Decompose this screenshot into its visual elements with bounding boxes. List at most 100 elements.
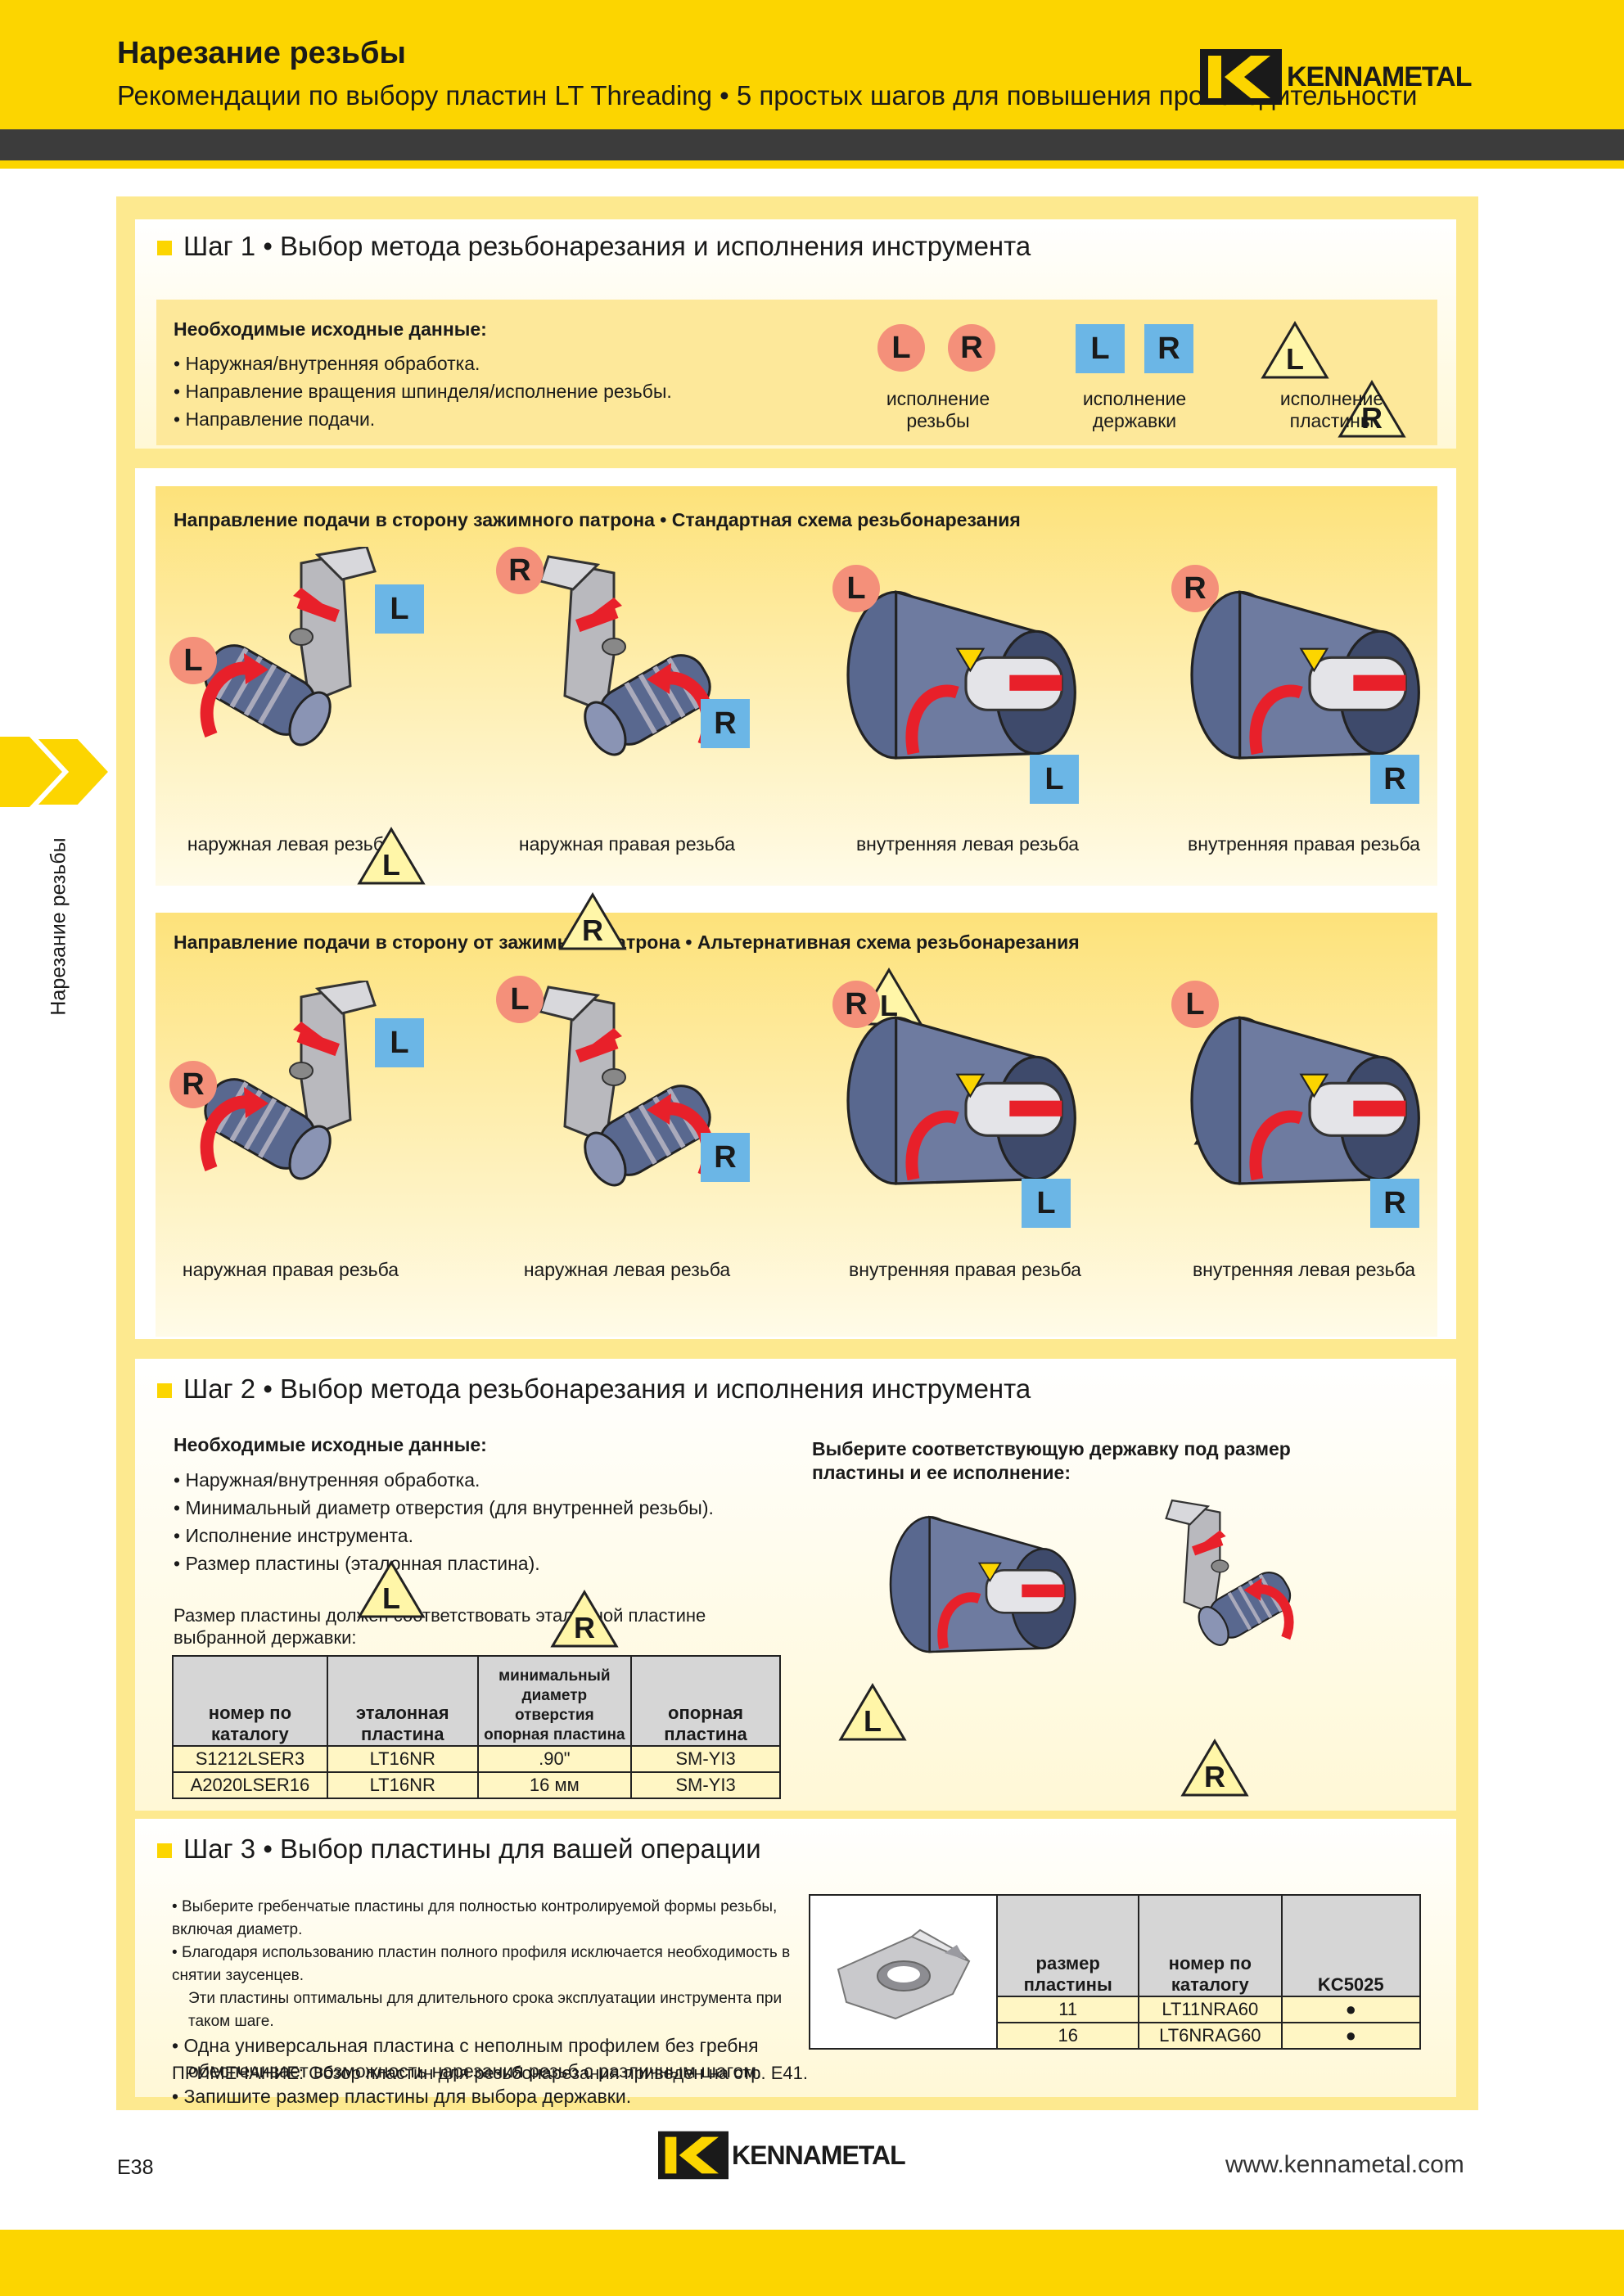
insert-badge: L — [357, 827, 426, 886]
step3-bullet: Эти пластины оптимальны для длительного … — [188, 1990, 783, 2030]
step3-bullet: • Выберите гребенчатые пластины для полн… — [172, 1898, 778, 1938]
internal-threading-illustration — [1179, 557, 1441, 802]
holder-badge: L — [1030, 755, 1079, 804]
insert-table-header: KC5025 — [1280, 1894, 1422, 1997]
header-band — [0, 0, 1624, 129]
insert-badge: L — [357, 1560, 426, 1619]
holder-badge: R — [701, 1133, 750, 1182]
step3-title-row: Шаг 3 • Выбор пластины для вашей операци… — [157, 1834, 761, 1865]
external-threading-illustration — [178, 545, 391, 760]
step3-note: ПРИМЕЧАНИЕ: Обзор пластин для резьбонаре… — [172, 2063, 808, 2083]
side-chevron-icon — [0, 737, 111, 807]
insert-r-triangle: R — [1338, 380, 1406, 439]
thread-badge: L — [1171, 981, 1219, 1028]
step1-bullet: • Наружная/внутренняя обработка. — [174, 353, 480, 374]
external-threading-illustration — [1154, 1464, 1310, 1693]
side-tab-label: Нарезание резьбы — [47, 837, 70, 1016]
holder-badge: L — [1022, 1179, 1071, 1228]
alternative-caption: наружная правая резьба — [182, 1259, 399, 1280]
standard-caption: наружная правая резьба — [518, 833, 736, 855]
step3-bullets: • Выберите гребенчатые пластины для полн… — [172, 1896, 810, 2109]
holder-r-square: R — [1144, 324, 1193, 373]
thread-badge: L — [496, 976, 544, 1023]
thread-badge: L — [832, 565, 880, 612]
holder-l-square: L — [1076, 324, 1125, 373]
step3-bullet: обеспечивает возможность нарезания резьб… — [188, 2060, 762, 2082]
alternative-caption: внутренняя левая резьба — [1192, 1259, 1416, 1280]
kennametal-k-icon — [1200, 49, 1282, 105]
step-marker-icon — [157, 1843, 172, 1859]
insert-l-triangle: L — [1261, 321, 1329, 380]
step1-bullet: • Направление подачи. — [174, 408, 376, 430]
logo-text: KENNAMETAL — [732, 2140, 906, 2170]
step3-bullet: • Благодаря использованию пластин полног… — [172, 1944, 791, 1984]
alternative-caption: наружная левая резьба — [523, 1259, 731, 1280]
step1-title: Шаг 1 • Выбор метода резьбонарезания и и… — [183, 231, 1031, 261]
footer-band — [0, 2230, 1624, 2296]
step3-bullet: • Одна универсальная пластина с неполным… — [172, 2035, 759, 2056]
header-logo[interactable]: KENNAMETAL — [1200, 49, 1472, 105]
step2-note: Размер пластины должен соответствовать э… — [174, 1605, 706, 1648]
step2-input-heading: Необходимые исходные данные: — [174, 1434, 487, 1455]
holder-badge: R — [701, 699, 750, 748]
thread-badge: R — [832, 981, 880, 1028]
step2-select-text: Выберите соответствующую державку под ра… — [812, 1438, 1291, 1483]
insert-badge: R — [558, 892, 627, 951]
step2-bullet: • Минимальный диаметр отверстия (для вну… — [174, 1497, 714, 1518]
step3-bullet: • Запишите размер пластины для выбора де… — [172, 2086, 632, 2107]
thread-badge: L — [169, 637, 217, 684]
website-link[interactable]: www.kennametal.com — [1225, 2151, 1464, 2178]
footer-logo[interactable]: KENNAMETAL — [658, 2130, 906, 2181]
alternative-heading: Направление подачи в сторону от зажимног… — [174, 931, 1080, 953]
step-marker-icon — [157, 1383, 172, 1399]
thread-l-circle: L — [877, 324, 925, 372]
step1-inputs-box — [156, 300, 1437, 445]
external-threading-illustration — [178, 979, 391, 1193]
logo-text: KENNAMETAL — [1287, 61, 1472, 92]
step2-title-row: Шаг 2 • Выбор метода резьбонарезания и и… — [157, 1374, 1031, 1405]
step-marker-icon — [157, 241, 172, 256]
standard-caption: внутренняя левая резьба — [855, 833, 1080, 855]
standard-caption: наружная левая резьба — [187, 833, 395, 855]
thread-r-circle: R — [948, 324, 995, 372]
holder-badge: L — [375, 584, 424, 634]
internal-threading-illustration — [835, 982, 1097, 1228]
internal-threading-illustration — [880, 1498, 1093, 1678]
step2-title: Шаг 2 • Выбор метода резьбонарезания и и… — [183, 1374, 1031, 1404]
step1-title-row: Шаг 1 • Выбор метода резьбонарезания и и… — [157, 231, 1031, 262]
step2-bullet: • Размер пластины (эталонная пластина). — [174, 1553, 540, 1574]
holder-badge: L — [375, 1018, 424, 1067]
step2-bullet: • Исполнение инструмента. — [174, 1525, 413, 1546]
thread-badge: R — [1171, 565, 1219, 612]
page-title: Нарезание резьбы — [117, 36, 406, 70]
kennametal-k-icon — [658, 2131, 729, 2180]
header-yellow-line — [0, 160, 1624, 169]
page-number: E38 — [117, 2156, 154, 2179]
thread-badge: R — [496, 547, 544, 594]
internal-threading-illustration — [835, 557, 1097, 802]
insert-image-cell — [808, 1894, 999, 2050]
internal-threading-illustration — [1179, 982, 1441, 1228]
threading-insert-icon — [837, 1928, 971, 2020]
step1-bullet: • Направление вращения шпинделя/исполнен… — [174, 381, 672, 402]
header-dark-bar — [0, 129, 1624, 160]
insert-badge: R — [550, 1590, 619, 1649]
standard-heading: Направление подачи в сторону зажимного п… — [174, 509, 1021, 530]
step2-bullet: • Наружная/внутренняя обработка. — [174, 1469, 480, 1491]
standard-caption: внутренняя правая резьба — [1188, 833, 1420, 855]
thread-badge: R — [169, 1061, 217, 1108]
